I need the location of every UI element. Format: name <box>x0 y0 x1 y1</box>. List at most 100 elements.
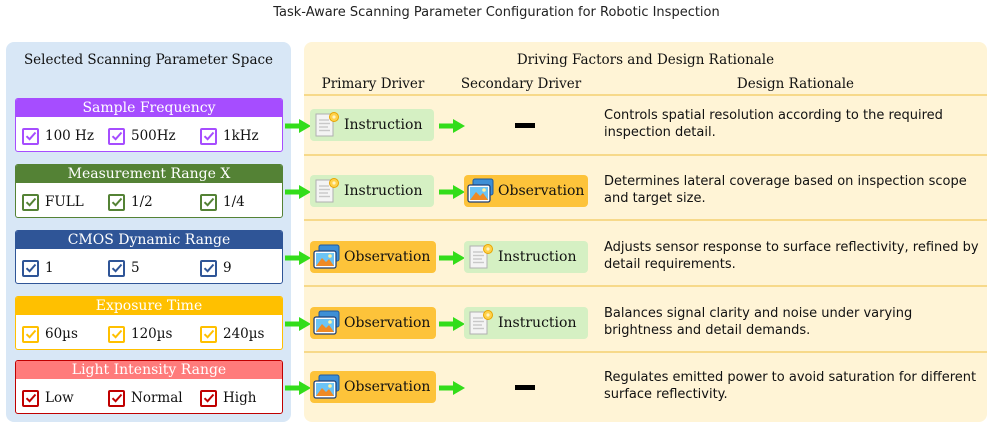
option-label: 60µs <box>45 326 78 342</box>
parameter-space-title: Selected Scanning Parameter Space <box>23 52 274 68</box>
observation-chip: Observation <box>310 371 436 403</box>
checkbox-checked-icon[interactable] <box>22 259 39 277</box>
document-gear-icon <box>312 177 342 205</box>
dash-icon <box>515 123 535 128</box>
document-gear-icon <box>312 111 342 139</box>
checkbox-checked-icon[interactable] <box>108 259 125 277</box>
checkbox-checked-icon[interactable] <box>200 389 217 407</box>
design-rationale-text: Regulates emitted power to avoid saturat… <box>604 370 977 402</box>
checkbox-checked-icon[interactable] <box>22 193 39 211</box>
observation-chip: Observation <box>310 307 436 339</box>
option-label: 1 <box>45 260 54 276</box>
chip-label: Instruction <box>498 249 577 265</box>
instruction-chip: Instruction <box>310 109 434 141</box>
photo-icon <box>312 309 342 337</box>
design-rationale-text: Balances signal clarity and noise under … <box>604 306 913 338</box>
checkbox-checked-icon[interactable] <box>200 127 217 145</box>
arrow-right-icon <box>439 118 465 133</box>
option-label: FULL <box>45 194 84 210</box>
checkbox-checked-icon[interactable] <box>108 389 125 407</box>
parameter-option[interactable]: 60µs <box>22 324 78 344</box>
checkbox-checked-icon[interactable] <box>200 259 217 277</box>
observation-chip: Observation <box>310 241 436 273</box>
checkbox-checked-icon[interactable] <box>200 325 217 343</box>
parameter-option[interactable]: 500Hz <box>108 126 176 146</box>
parameter-option[interactable]: 1kHz <box>200 126 259 146</box>
parameter-option[interactable]: Normal <box>108 388 183 408</box>
option-label: Normal <box>131 390 183 406</box>
design-rationale-text: Adjusts sensor response to surface refle… <box>604 240 979 272</box>
row-divider <box>304 154 987 156</box>
arrow-right-icon <box>439 316 465 331</box>
parameter-name: CMOS Dynamic Range <box>16 231 282 249</box>
checkbox-checked-icon[interactable] <box>22 325 39 343</box>
option-label: 500Hz <box>131 128 176 144</box>
photo-icon <box>312 243 342 271</box>
photo-icon <box>466 177 496 205</box>
driving-factors-panel: Driving Factors and Design Rationale Pri… <box>304 42 987 422</box>
parameter-option[interactable]: 9 <box>200 258 232 278</box>
document-gear-icon <box>466 309 496 337</box>
observation-chip: Observation <box>464 175 588 207</box>
figure-title: Task-Aware Scanning Parameter Configurat… <box>273 5 720 20</box>
option-label: Low <box>45 390 74 406</box>
checkbox-checked-icon[interactable] <box>22 127 39 145</box>
arrow-right-icon <box>439 380 465 395</box>
parameter-options: Low Normal High <box>16 381 282 413</box>
checkbox-checked-icon[interactable] <box>200 193 217 211</box>
parameter-name: Sample Frequency <box>16 99 282 117</box>
design-rationale-text: Controls spatial resolution according to… <box>604 108 943 140</box>
dash-icon <box>515 385 535 390</box>
checkbox-checked-icon[interactable] <box>108 325 125 343</box>
parameter-option[interactable]: High <box>200 388 256 408</box>
parameter-name: Measurement Range X <box>16 165 282 183</box>
parameter-card: Exposure Time 60µs 120µs 240µs <box>15 296 283 350</box>
document-gear-icon <box>466 243 496 271</box>
chip-label: Instruction <box>344 117 423 133</box>
checkbox-checked-icon[interactable] <box>108 127 125 145</box>
option-label: High <box>223 390 257 406</box>
parameter-option[interactable]: Low <box>22 388 74 408</box>
arrow-right-icon <box>439 184 465 199</box>
parameter-option[interactable]: 100 Hz <box>22 126 94 146</box>
parameter-option[interactable]: 240µs <box>200 324 264 344</box>
instruction-chip: Instruction <box>310 175 434 207</box>
parameter-card: CMOS Dynamic Range 1 5 9 <box>15 230 283 284</box>
instruction-chip: Instruction <box>464 307 588 339</box>
parameter-options: 100 Hz 500Hz 1kHz <box>16 119 282 151</box>
row-divider <box>304 285 987 287</box>
parameter-option[interactable]: 1/2 <box>108 192 153 212</box>
parameter-card: Sample Frequency 100 Hz 500Hz 1kHz <box>15 98 283 152</box>
parameter-option[interactable]: 1/4 <box>200 192 245 212</box>
chip-label: Observation <box>344 249 431 265</box>
chip-label: Observation <box>498 183 585 199</box>
arrow-right-icon <box>285 184 311 199</box>
arrow-right-icon <box>439 250 465 265</box>
checkbox-checked-icon[interactable] <box>22 389 39 407</box>
option-label: 100 Hz <box>45 128 94 144</box>
arrow-right-icon <box>285 118 311 133</box>
parameter-options: 1 5 9 <box>16 251 282 283</box>
option-label: 120µs <box>131 326 173 342</box>
parameter-option[interactable]: 5 <box>108 258 140 278</box>
parameter-option[interactable]: FULL <box>22 192 84 212</box>
row-divider <box>304 219 987 221</box>
option-label: 1/4 <box>223 194 245 210</box>
row-divider <box>304 94 987 96</box>
parameter-name: Exposure Time <box>16 297 282 315</box>
checkbox-checked-icon[interactable] <box>108 193 125 211</box>
instruction-chip: Instruction <box>464 241 588 273</box>
parameter-option[interactable]: 1 <box>22 258 54 278</box>
arrow-right-icon <box>285 250 311 265</box>
parameter-card: Measurement Range X FULL 1/2 1/4 <box>15 164 283 218</box>
option-label: 1/2 <box>131 194 153 210</box>
secondary-driver-header: Secondary Driver <box>460 76 582 92</box>
chip-label: Observation <box>344 379 431 395</box>
design-rationale-header: Design Rationale <box>736 76 855 92</box>
chip-label: Observation <box>344 315 431 331</box>
option-label: 9 <box>223 260 232 276</box>
parameter-option[interactable]: 120µs <box>108 324 172 344</box>
primary-driver-header: Primary Driver <box>321 76 425 92</box>
chip-label: Instruction <box>344 183 423 199</box>
